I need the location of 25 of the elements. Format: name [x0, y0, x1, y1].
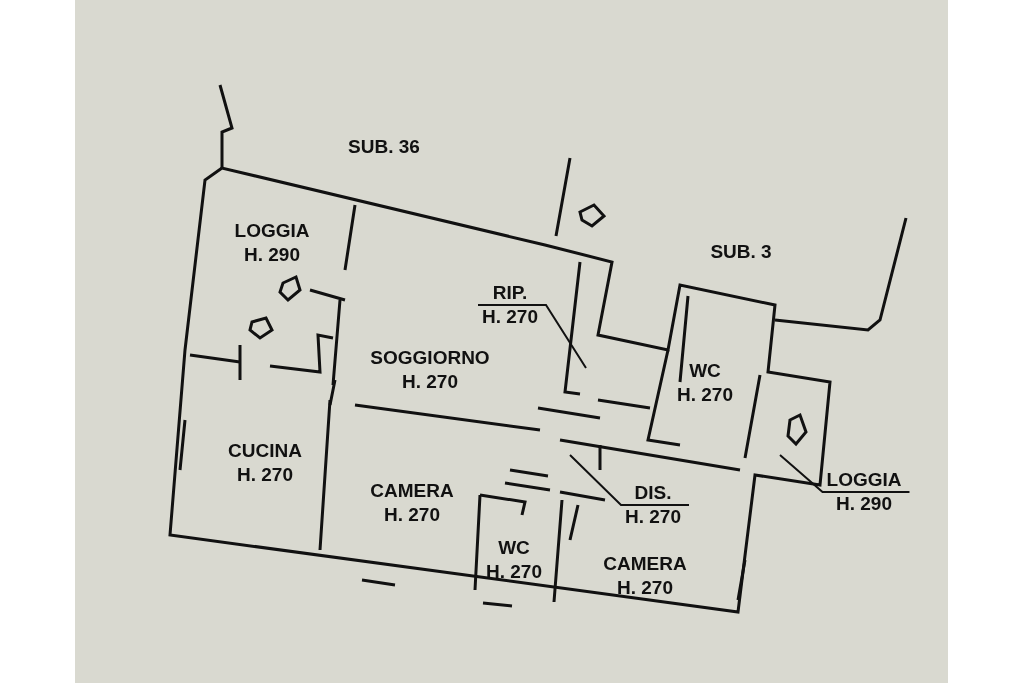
ceiling-height: H. 270: [677, 384, 733, 406]
room-name: LOGGIA: [826, 469, 902, 491]
leader-line: [779, 454, 911, 493]
room-name: RIP.: [491, 282, 529, 304]
room-name: CAMERA: [603, 553, 687, 575]
neighbour-unit-label: SUB. 36: [348, 136, 420, 158]
room-name: LOGGIA: [234, 220, 310, 242]
leader-line: [477, 304, 587, 369]
neighbour-unit-label: SUB. 3: [710, 241, 772, 263]
ceiling-height: H. 270: [616, 577, 674, 599]
room-name: CAMERA: [370, 480, 454, 502]
ceiling-height: H. 270: [401, 371, 459, 393]
room-name: WC: [497, 537, 531, 559]
leader-line: [569, 454, 690, 506]
room-name: DIS.: [633, 482, 673, 504]
ceiling-height: H. 270: [482, 306, 538, 328]
ceiling-height: H. 270: [383, 504, 441, 526]
ceiling-height: H. 270: [486, 561, 542, 583]
ceiling-height: H. 290: [243, 244, 301, 266]
room-name: CUCINA: [228, 440, 302, 462]
ceiling-height: H. 270: [625, 506, 681, 528]
ceiling-height: H. 290: [835, 493, 893, 515]
room-name: WC: [688, 360, 722, 382]
room-name: SOGGIORNO: [370, 347, 490, 369]
ceiling-height: H. 270: [236, 464, 294, 486]
